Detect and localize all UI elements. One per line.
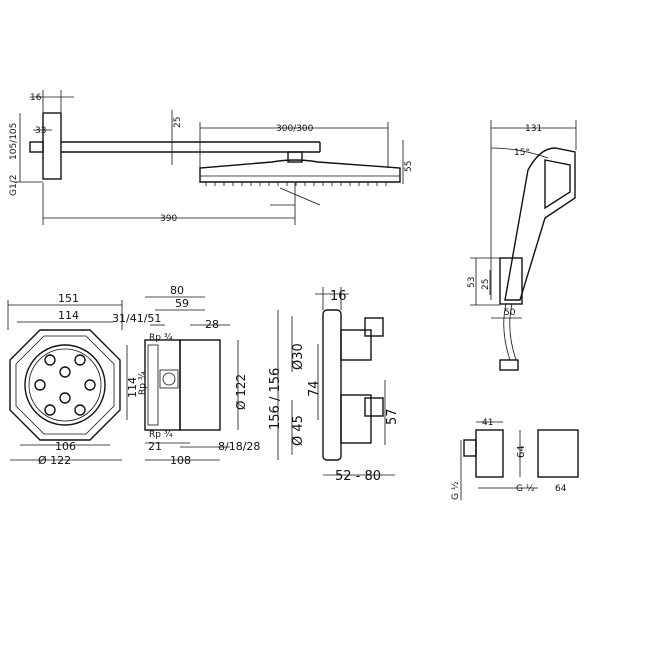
shower-head xyxy=(199,159,401,183)
dim-74: 74 xyxy=(307,380,322,397)
dim-114b: 114 xyxy=(126,377,139,398)
outlet-side xyxy=(475,429,504,478)
dim-25b: 25 xyxy=(481,279,491,290)
dim-122: Ø 122 xyxy=(38,454,71,467)
ibox-port xyxy=(74,404,86,416)
dim-131: 131 xyxy=(525,124,542,134)
ibox-octagon xyxy=(9,329,121,441)
ball-joint xyxy=(287,151,303,163)
knob-upper xyxy=(340,329,372,361)
nozzle-row xyxy=(205,182,387,186)
dim-25: 25 xyxy=(173,117,183,128)
dim-50: 50 xyxy=(504,308,516,318)
holder xyxy=(499,257,523,305)
dim-818: 8/18/28 xyxy=(218,440,260,453)
dim-g12: G1/2 xyxy=(9,175,19,196)
hose xyxy=(503,303,517,361)
dim-16b: 16 xyxy=(330,289,347,304)
dim-41: 41 xyxy=(482,418,493,428)
hand-shower-body xyxy=(504,147,576,301)
dim-30: Ø30 xyxy=(291,343,306,370)
dim-64a: 64 xyxy=(516,445,527,458)
dim-108: 108 xyxy=(170,454,191,467)
dim-33: 33 xyxy=(35,126,46,136)
dim-rp2: Rp ¾ xyxy=(138,371,148,395)
arm-inlet xyxy=(29,141,44,153)
outlet-front xyxy=(537,429,579,478)
ibox-side-body xyxy=(144,339,181,431)
dim-122b: Ø 122 xyxy=(234,374,248,410)
ibox-port xyxy=(74,354,86,366)
dim-313: 31/41/51 xyxy=(112,312,161,325)
dim-angle: 15° xyxy=(514,148,530,158)
dim-300: 300/300 xyxy=(276,124,314,134)
thermostat-plate xyxy=(322,309,342,461)
dim-105: 105/105 xyxy=(9,123,19,160)
dim-57: 57 xyxy=(385,408,400,425)
dim-64b: 64 xyxy=(555,484,567,494)
dim-5280: 52 - 80 xyxy=(335,469,381,484)
hand-shower-view: 131 15° 53 25 50 xyxy=(467,120,577,371)
wall-outlet-view: 41 64 G ½ G ½ 64 xyxy=(451,418,579,500)
ibox-ring xyxy=(24,344,106,426)
ibox-side-view: 80 59 31/41/51 28 Rp ¾ Rp ¾ Rp ¾ 114 Ø 1… xyxy=(112,284,260,467)
dim-g12b: G ½ xyxy=(516,484,535,494)
dim-106: 106 xyxy=(55,440,76,453)
wall-plate xyxy=(42,112,62,180)
ibox-port xyxy=(84,379,96,391)
dim-16: 16 xyxy=(30,93,42,103)
dim-55: 55 xyxy=(404,161,414,172)
dim-80: 80 xyxy=(170,284,184,297)
dim-114: 114 xyxy=(58,309,79,322)
dim-rp3: Rp ¾ xyxy=(149,430,173,440)
dim-53: 53 xyxy=(467,277,477,288)
ibox-ports xyxy=(34,354,96,416)
dim-28: 28 xyxy=(205,318,219,331)
dim-45: Ø 45 xyxy=(291,415,306,446)
dim-390: 390 xyxy=(160,214,177,224)
hand-shower-face xyxy=(544,159,571,210)
dim-151: 151 xyxy=(58,292,79,305)
dim-156: 156 / 156 xyxy=(268,368,283,430)
dim-g12a: G ½ xyxy=(451,481,461,500)
thermostat-view: 16 156 / 156 Ø30 74 Ø 45 57 52 - 80 xyxy=(268,287,400,484)
ibox-port xyxy=(44,354,56,366)
ibox-port xyxy=(34,379,46,391)
ibox-port xyxy=(59,366,71,378)
overhead-shower-view: 16 33 25 105/105 G1/2 390 300/300 55 xyxy=(9,90,414,225)
ibox-port xyxy=(44,404,56,416)
ibox-port xyxy=(59,392,71,404)
dim-59: 59 xyxy=(175,297,189,310)
dim-rp1: Rp ¾ xyxy=(149,333,173,343)
knob-lower xyxy=(340,394,372,444)
dim-21: 21 xyxy=(148,440,162,453)
ibox-front-view: 151 114 106 Ø 122 xyxy=(7,292,123,467)
